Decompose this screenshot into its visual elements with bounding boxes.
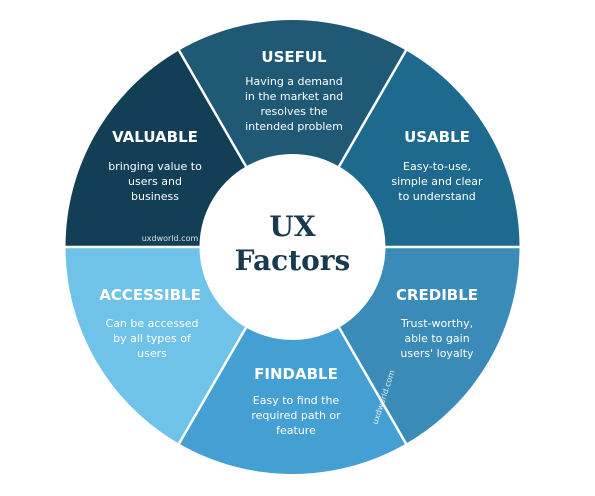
center-title-line2: Factors	[235, 244, 351, 277]
findable-desc-line1: Easy to find the	[253, 394, 340, 407]
watermark-text: uxdworld.com	[142, 234, 199, 243]
usable-title: USABLE	[404, 128, 470, 146]
segment-divider	[337, 48, 408, 168]
segment-findable	[179, 247, 406, 475]
valuable-desc-line3: business	[131, 190, 179, 203]
useful-desc-line1: Having a demand	[245, 75, 342, 88]
findable-title: FINDABLE	[254, 365, 338, 383]
findable-desc-line2: required path or	[251, 409, 341, 422]
useful-desc-line2: in the market and	[245, 90, 343, 103]
segment-dividers	[64, 48, 521, 446]
useful-desc-line4: intended problem	[245, 120, 343, 133]
center-title-line1: UX	[269, 210, 315, 243]
accessible-title: ACCESSIBLE	[99, 286, 201, 304]
useful-desc-line3: resolves the	[260, 105, 327, 118]
credible-title: CREDIBLE	[396, 286, 478, 304]
center-circle	[199, 154, 386, 340]
accessible-desc-line2: by all types of	[113, 332, 192, 345]
valuable-desc-line1: bringing value to	[108, 160, 202, 173]
credible-desc-line1: Trust-worthy,	[400, 317, 473, 330]
useful-title: USEFUL	[261, 48, 327, 66]
accessible-desc-line3: users	[137, 347, 167, 360]
segment-divider	[177, 326, 248, 446]
segment-useful	[179, 19, 406, 247]
segment-divider	[177, 48, 248, 168]
valuable-desc-line2: users and	[128, 175, 182, 188]
usable-desc-line2: simple and clear	[391, 175, 483, 188]
segment-divider	[337, 326, 408, 446]
credible-desc-line3: users' loyalty	[400, 347, 474, 360]
usable-desc-line1: Easy-to-use,	[403, 160, 471, 173]
usable-desc-line3: to understand	[398, 190, 476, 203]
findable-desc-line3: feature	[276, 424, 316, 437]
credible-desc-line2: able to gain	[404, 332, 469, 345]
accessible-desc-line1: Can be accessed	[106, 317, 199, 330]
valuable-title: VALUABLE	[112, 128, 198, 146]
